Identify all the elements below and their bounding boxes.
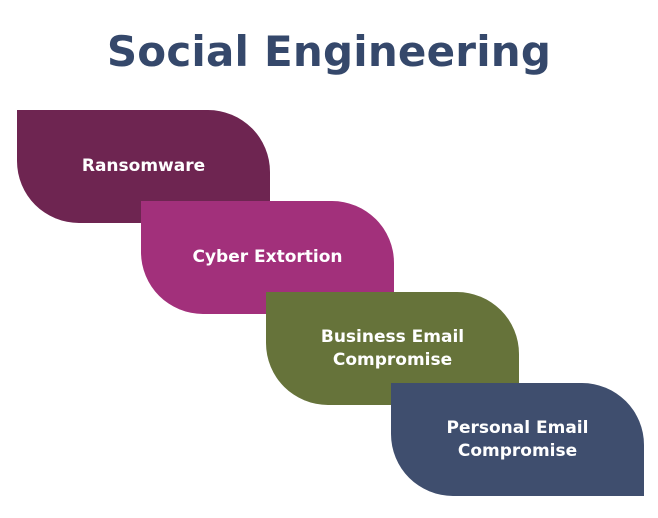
step-label: Cyber Extortion bbox=[192, 247, 343, 267]
page-title: Social Engineering bbox=[106, 27, 552, 76]
step-personal-email-compromise: Personal Email Compromise bbox=[391, 383, 644, 496]
step-label: Business Email Compromise bbox=[320, 326, 465, 370]
step-label: Personal Email Compromise bbox=[446, 417, 589, 461]
step-label: Ransomware bbox=[81, 156, 206, 176]
